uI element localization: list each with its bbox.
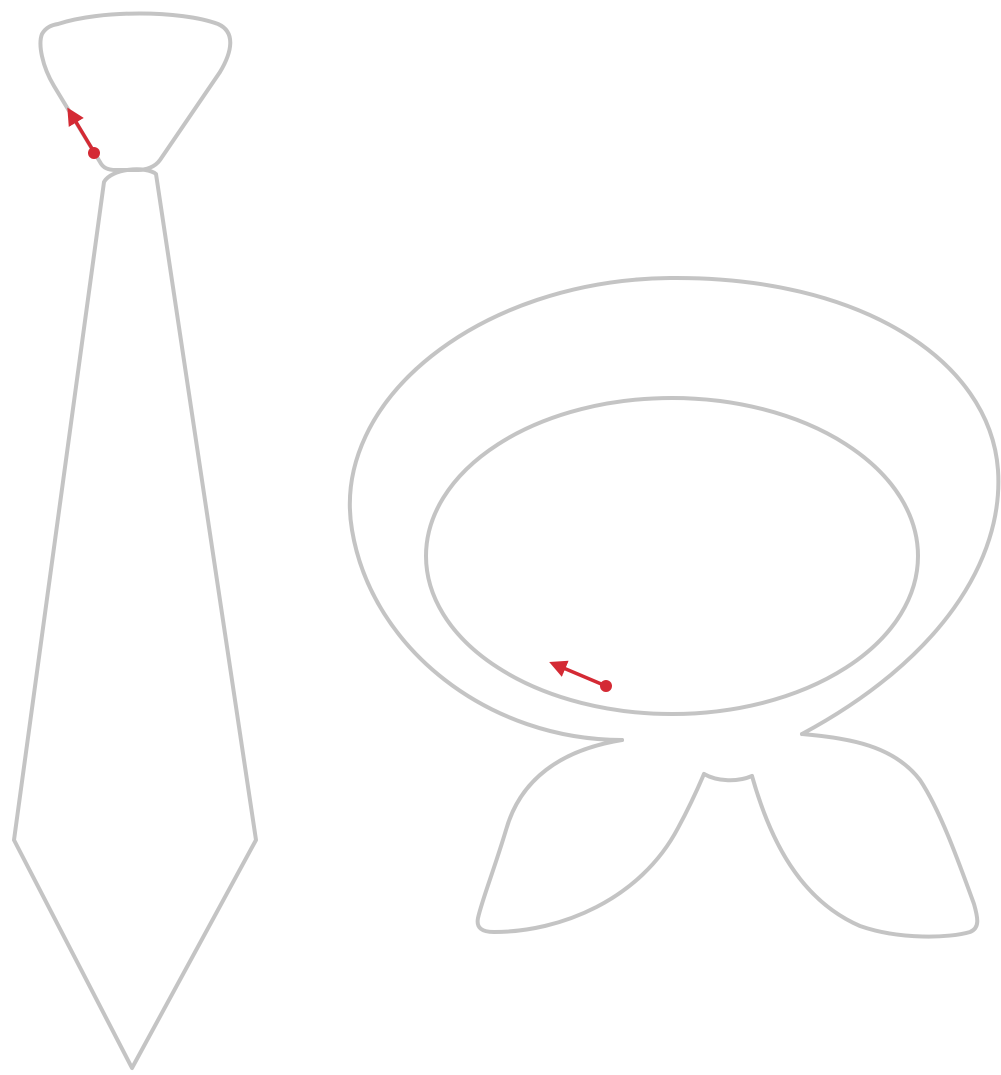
- scarf-arrow-shaft: [554, 664, 606, 686]
- necktie-icon: [14, 14, 256, 1069]
- scarf-outer-loop: [350, 278, 999, 740]
- scarf-right-tail: [752, 734, 977, 937]
- scarf-left-tail: [478, 740, 704, 932]
- tie-arrow-shaft: [70, 112, 94, 152]
- tie-knot: [41, 14, 231, 171]
- tie-arrow-start-dot: [88, 147, 100, 159]
- tie-arrow: [70, 112, 100, 159]
- scarf-icon: [350, 278, 999, 937]
- scarf-arrow: [554, 664, 612, 692]
- tie-blade: [14, 169, 256, 1068]
- scarf-arrow-start-dot: [600, 680, 612, 692]
- direction-arrows: [70, 112, 612, 692]
- scarf-knot: [704, 774, 752, 780]
- scarf-inner-loop: [426, 398, 918, 714]
